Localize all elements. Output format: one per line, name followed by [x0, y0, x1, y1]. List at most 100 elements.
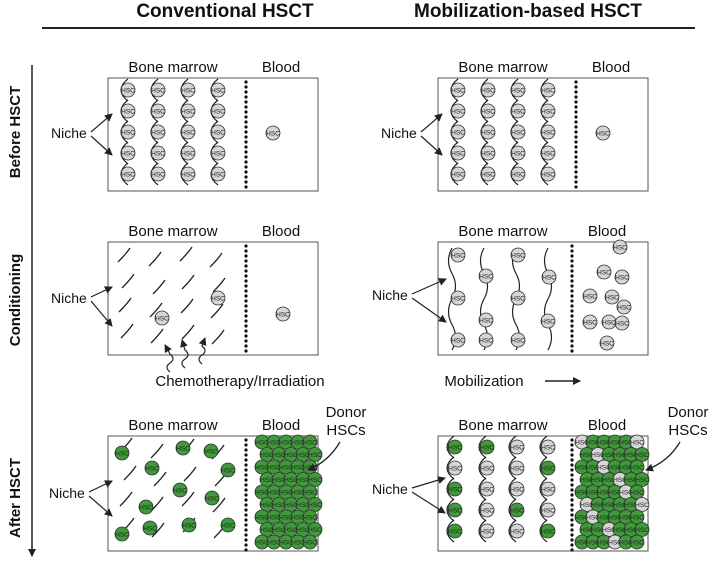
vessel-wall-dot [244, 170, 248, 174]
hsc-cell [540, 460, 556, 476]
empty-niche-arc [120, 323, 134, 339]
hsc-cell-label: HSC [115, 531, 129, 538]
hsc-cell-label: HSC [291, 489, 305, 496]
hsc-cell-label: HSC [619, 514, 633, 521]
hsc-cell-label: HSC [511, 87, 525, 94]
hsc-cell-label: HSC [448, 465, 462, 472]
vessel-wall-dot [244, 155, 248, 159]
vessel-wall-dot [244, 468, 248, 472]
hsc-cell-label: HSC [284, 477, 298, 484]
empty-niche-arc [151, 522, 165, 538]
vessel-wall-dot [570, 269, 574, 273]
niche-arc [508, 498, 517, 522]
niche-pointer-arrow [411, 491, 446, 514]
niche-pointer-arrow [420, 135, 443, 156]
hsc-cell [629, 509, 645, 525]
vessel-wall-dot [570, 513, 574, 517]
hsc-cell [450, 145, 466, 161]
hsc-cell-label: HSC [511, 252, 525, 259]
hsc-cell-label: HSC [630, 489, 644, 496]
hsc-cell-label: HSC [303, 539, 317, 546]
hsc-cell [450, 103, 466, 119]
empty-niche-arc [210, 303, 224, 319]
bone-marrow-label: Bone marrow [128, 59, 217, 76]
vessel-wall-dot [244, 175, 248, 179]
hsc-cell-label: HSC [291, 439, 305, 446]
vessel-wall-dot [570, 468, 574, 472]
hsc-cell [220, 517, 236, 533]
hsc-cell-label: HSC [279, 464, 293, 471]
hsc-cell-label: HSC [619, 489, 633, 496]
vessel-wall-dot [244, 334, 248, 338]
vessel-wall-dot [244, 309, 248, 313]
hsc-cell [144, 460, 160, 476]
hsc-cell-label: HSC [580, 527, 594, 534]
niche-pointer-arrow [88, 480, 113, 493]
hsc-cell [612, 239, 628, 255]
hsc-cell-label: HSC [255, 489, 269, 496]
vessel-wall-dot [244, 110, 248, 114]
hsc-cell-label: HSC [480, 528, 494, 535]
vessel-wall-dot [244, 339, 248, 343]
hsc-cell-label: HSC [151, 150, 165, 157]
vessel-wall-dot [574, 165, 578, 169]
hsc-cell [114, 445, 130, 461]
hsc-cell-label: HSC [303, 439, 317, 446]
niche-arc [478, 435, 487, 459]
hsc-cell-label: HSC [182, 522, 196, 529]
hsc-cell [210, 124, 226, 140]
niche-arc [446, 456, 455, 480]
vessel-wall-dot [574, 170, 578, 174]
hsc-cell-label: HSC [624, 527, 638, 534]
vessel-wall-dot [574, 100, 578, 104]
hsc-cell [138, 499, 154, 515]
vessel-wall-dot [244, 274, 248, 278]
vessel-wall-dot [244, 100, 248, 104]
vessel-wall-dot [244, 125, 248, 129]
hsc-cell-label: HSC [480, 486, 494, 493]
vessel-wall-dot [244, 130, 248, 134]
hsc-cell-label: HSC [139, 504, 153, 511]
vessel-wall-dot [570, 538, 574, 542]
hsc-cell-label: HSC [303, 514, 317, 521]
hsc-cell-label: HSC [181, 129, 195, 136]
hsc-cell-label: HSC [479, 273, 493, 280]
hsc-cell-label: HSC [121, 108, 135, 115]
vessel-wall-dot [244, 289, 248, 293]
hsc-cell [307, 472, 323, 487]
hsc-cell-label: HSC [451, 129, 465, 136]
vessel-wall-dot [570, 528, 574, 532]
hsc-cell-label: HSC [303, 464, 317, 471]
vessel-wall-dot [244, 284, 248, 288]
hsc-cell [634, 472, 650, 487]
vessel-wall-dot [244, 135, 248, 139]
empty-niche-arc [150, 443, 164, 459]
bone-marrow-label: Bone marrow [128, 223, 217, 240]
hsc-cell-label: HSC [619, 464, 633, 471]
empty-niche-arc [150, 328, 164, 344]
hsc-cell [150, 82, 166, 98]
vessel-wall-dot [244, 85, 248, 89]
niche-label: Niche [49, 485, 85, 501]
vessel-wall-dot [570, 259, 574, 263]
hsc-cell [616, 299, 632, 315]
hsc-cell-label: HSC [608, 539, 622, 546]
hsc-cell [150, 124, 166, 140]
hsc-cell [478, 312, 494, 328]
hsc-cell-label: HSC [608, 514, 622, 521]
hsc-cell [510, 332, 526, 348]
vessel-wall-dot [244, 160, 248, 164]
hsc-cell-label: HSC [511, 171, 525, 178]
vessel-wall-dot [570, 314, 574, 318]
niche-arc [539, 456, 548, 480]
hsc-cell [540, 145, 556, 161]
blood-label: Blood [262, 59, 300, 76]
hsc-cell [540, 523, 556, 539]
donor-label-right-line1: Donor [668, 404, 709, 421]
vessel-wall-dot [570, 299, 574, 303]
hsc-cell [604, 289, 620, 305]
hsc-cell [541, 269, 557, 285]
niche-arc [539, 519, 548, 543]
vessel-wall-dot [574, 130, 578, 134]
